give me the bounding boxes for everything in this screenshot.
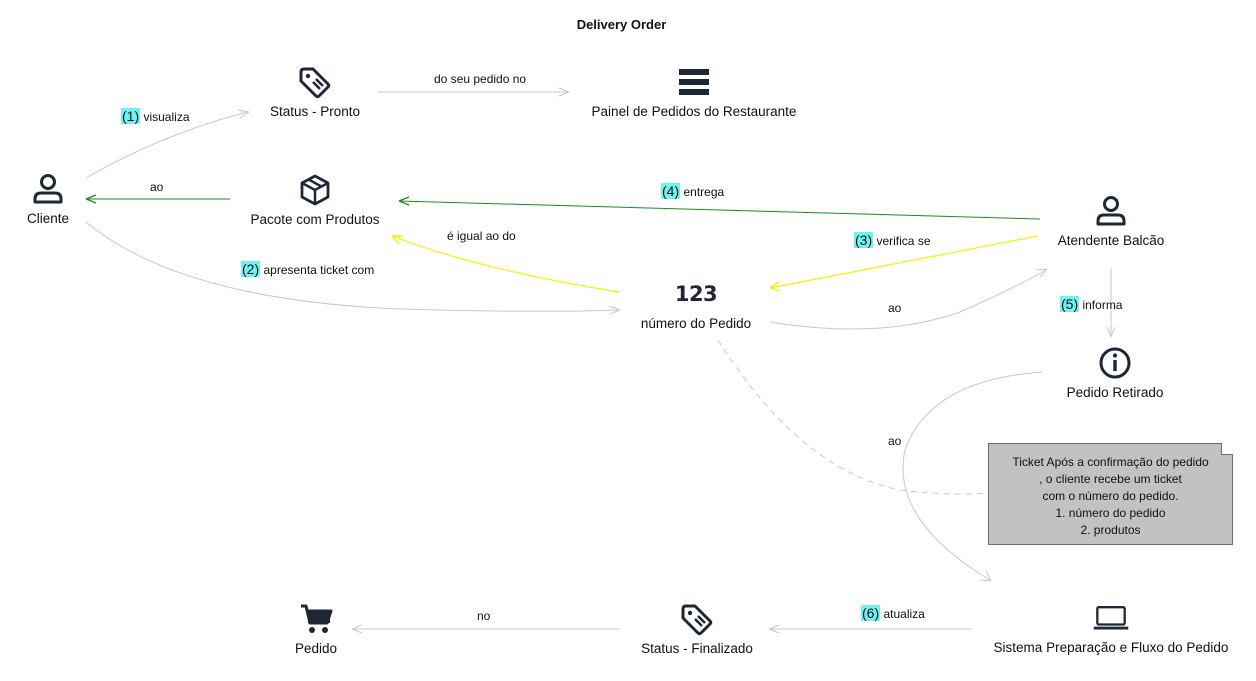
- arrowhead: [1106, 326, 1116, 338]
- edge-label-ao-sistema: ao: [888, 434, 902, 448]
- list-bars-icon: [676, 64, 712, 100]
- edge-numero-atendente: [769, 269, 1047, 330]
- node-painel: Painel de Pedidos do Restaurante: [576, 64, 812, 119]
- note-corner: [1221, 443, 1233, 455]
- arrowhead: [391, 235, 403, 245]
- note-line: 2. produtos: [1080, 523, 1141, 537]
- note-line: , o cliente recebe um ticket: [1039, 472, 1182, 486]
- arrowhead: [558, 87, 570, 97]
- arrowhead: [979, 570, 992, 582]
- edge-label-1: (1) visualiza: [121, 108, 190, 124]
- note-line: Ticket Após a confirmação do pedido: [1012, 455, 1209, 469]
- edge-atendente-pacote: [398, 200, 1041, 220]
- edge-label-ao-cliente: ao: [150, 180, 164, 194]
- note-connector: [717, 339, 989, 495]
- arrowhead: [351, 624, 363, 634]
- node-status-finalizado: Status - Finalizado: [622, 601, 772, 656]
- edge-label-2: (2) apresenta ticket com: [241, 261, 375, 277]
- node-pedido: Pedido: [276, 601, 356, 656]
- node-label: Sistema Preparação e Fluxo do Pedido: [993, 640, 1229, 655]
- tag-icon: [679, 601, 715, 637]
- node-label: Pacote com Produtos: [250, 212, 380, 227]
- node-label: Status - Pronto: [269, 104, 361, 119]
- node-pacote: Pacote com Produtos: [235, 172, 395, 227]
- edge-cliente-numero: [85, 221, 620, 312]
- arrowhead: [609, 305, 621, 315]
- note-line: com o número do pedido.: [1042, 489, 1179, 503]
- person-icon: [1093, 193, 1129, 229]
- node-label: Atendente Balcão: [1057, 233, 1165, 248]
- node-label: Cliente: [26, 211, 70, 226]
- edge-label-no: no: [477, 609, 491, 623]
- diagram-title: Delivery Order: [576, 17, 667, 32]
- node-pedido-retirado: Pedido Retirado: [1050, 345, 1180, 400]
- edge-atendente-numero: [769, 235, 1039, 289]
- note-line: 1. número do pedido: [1055, 506, 1166, 520]
- arrowhead: [1035, 268, 1048, 278]
- arrowhead: [768, 624, 780, 634]
- edge-label-6: (6) atualiza: [861, 605, 925, 621]
- node-label: Pedido: [294, 641, 338, 656]
- person-icon: [30, 171, 66, 207]
- node-label: Painel de Pedidos do Restaurante: [591, 104, 797, 119]
- package-icon: [297, 172, 333, 208]
- edge-label-igual: é igual ao do: [447, 229, 516, 243]
- node-atendente: Atendente Balcão: [1046, 193, 1176, 248]
- shopping-cart-icon: [298, 601, 334, 637]
- edge-label-ao-atendente: ao: [888, 301, 902, 315]
- edge-numero-pacote: [391, 235, 621, 293]
- edge-retirado-sistema: [902, 371, 1043, 581]
- note-box: Ticket Após a confirmação do pedido , o …: [988, 443, 1233, 545]
- arrowhead: [85, 194, 97, 204]
- arrowhead: [769, 281, 781, 292]
- node-numero-pedido: 123 número do Pedido: [626, 276, 766, 331]
- node-label: Status - Finalizado: [641, 641, 753, 656]
- laptop-icon: [1093, 600, 1129, 636]
- edge-label-3: (3) verifica se: [854, 232, 931, 248]
- arrowhead: [237, 109, 250, 119]
- edge-label-5: (5) informa: [1060, 296, 1123, 312]
- info-icon: [1097, 345, 1133, 381]
- tag-icon: [297, 64, 333, 100]
- node-label: número do Pedido: [640, 316, 752, 331]
- node-cliente: Cliente: [8, 171, 88, 226]
- edge-label-4: (4) entrega: [661, 183, 725, 199]
- node-status-pronto: Status - Pronto: [245, 64, 385, 119]
- node-label: Pedido Retirado: [1066, 385, 1164, 400]
- arrowhead: [398, 196, 410, 206]
- node-sistema: Sistema Preparação e Fluxo do Pedido: [983, 600, 1239, 655]
- edge-label-painel: do seu pedido no: [434, 72, 527, 86]
- edge-cliente-status-pronto: [85, 111, 248, 179]
- numbers-123-icon: 123: [674, 282, 718, 306]
